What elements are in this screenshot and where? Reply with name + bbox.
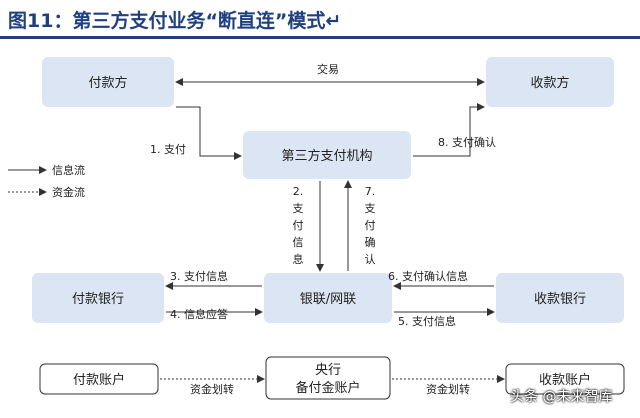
node-payee: 收款方 — [486, 57, 614, 107]
edge-transfer-right-label: 资金划转 — [426, 382, 470, 396]
edge-confirm7: 7. 支 付 确 认 — [344, 180, 376, 271]
node-central-bank-line1: 央行 — [315, 363, 341, 378]
edge-pay2-c2: 付 — [293, 219, 304, 232]
node-payee-account: 收款账户 — [505, 363, 625, 395]
node-unionpay: 银联/网联 — [264, 273, 392, 323]
title-bar: 图11：第三方支付业务“断直连”模式↵ — [0, 0, 640, 36]
node-payer-account-label: 付款账户 — [73, 372, 125, 388]
edge-transfer-right: 资金划转 — [392, 375, 505, 396]
edge-info3: 3. 支付信息 — [165, 269, 262, 290]
edge-confirm7-c2: 付 — [365, 219, 376, 232]
edge-pay1: 1. 支付 — [150, 106, 242, 160]
edge-info3-label: 3. 支付信息 — [170, 269, 228, 283]
edge-confirm-info6-label: 6. 支付确认信息 — [388, 269, 468, 283]
edge-pay2-c1: 支 — [293, 202, 304, 215]
node-payee-label: 收款方 — [530, 75, 569, 91]
node-payer: 付款方 — [42, 57, 174, 107]
edge-pay2: 2. 支 付 信 息 — [293, 181, 324, 272]
edge-info5-label: 5. 支付信息 — [398, 314, 456, 328]
legend-info-flow-label: 信息流 — [52, 163, 85, 177]
edge-trade-label: 交易 — [317, 62, 339, 76]
edge-confirm7-c4: 认 — [365, 253, 376, 266]
edge-transfer-left: 资金划转 — [160, 375, 265, 396]
node-third-party: 第三方支付机构 — [243, 131, 411, 179]
edge-pay2-c3: 信 — [293, 236, 304, 249]
node-central-bank: 央行 备付金账户 — [265, 356, 391, 400]
page-title: 图11：第三方支付业务“断直连”模式↵ — [8, 10, 342, 32]
edge-confirm7-c1: 支 — [365, 202, 376, 215]
edge-transfer-left-label: 资金划转 — [190, 382, 234, 396]
node-payer-bank: 付款银行 — [32, 273, 164, 323]
node-payer-label: 付款方 — [88, 75, 127, 91]
node-unionpay-label: 银联/网联 — [300, 292, 356, 307]
legend-fund-flow: 资金流 — [8, 185, 85, 199]
edge-confirm7-c3: 确 — [365, 236, 376, 249]
edge-confirm7-c0: 7. — [365, 185, 376, 198]
legend-info-flow: 信息流 — [8, 163, 85, 177]
title-rule — [0, 36, 640, 39]
edge-resp4: 4. 信息应答 — [166, 307, 263, 321]
node-third-party-label: 第三方支付机构 — [281, 148, 372, 164]
legend-fund-flow-label: 资金流 — [52, 185, 85, 199]
node-payer-bank-label: 付款银行 — [72, 292, 124, 307]
edge-confirm8-label: 8. 支付确认 — [438, 136, 496, 149]
edge-info5: 5. 支付信息 — [394, 308, 495, 328]
edge-pay1-label: 1. 支付 — [150, 143, 186, 156]
edge-resp4-label: 4. 信息应答 — [170, 307, 228, 321]
edge-confirm8: 8. 支付确认 — [413, 103, 496, 157]
edge-confirm-info6: 6. 支付确认信息 — [388, 269, 494, 290]
node-payer-account: 付款账户 — [39, 363, 159, 395]
edge-pay2-c4: 息 — [293, 252, 304, 266]
node-central-bank-line2: 备付金账户 — [295, 380, 360, 396]
watermark-text: 头条 @未来智库 — [510, 389, 613, 405]
node-payee-bank: 收款银行 — [496, 273, 624, 323]
edge-trade: 交易 — [175, 62, 485, 86]
node-payee-account-label: 收款账户 — [539, 372, 591, 388]
edge-pay2-c0: 2. — [293, 185, 304, 198]
node-payee-bank-label: 收款银行 — [534, 292, 586, 307]
legend: 信息流 资金流 — [8, 163, 85, 199]
